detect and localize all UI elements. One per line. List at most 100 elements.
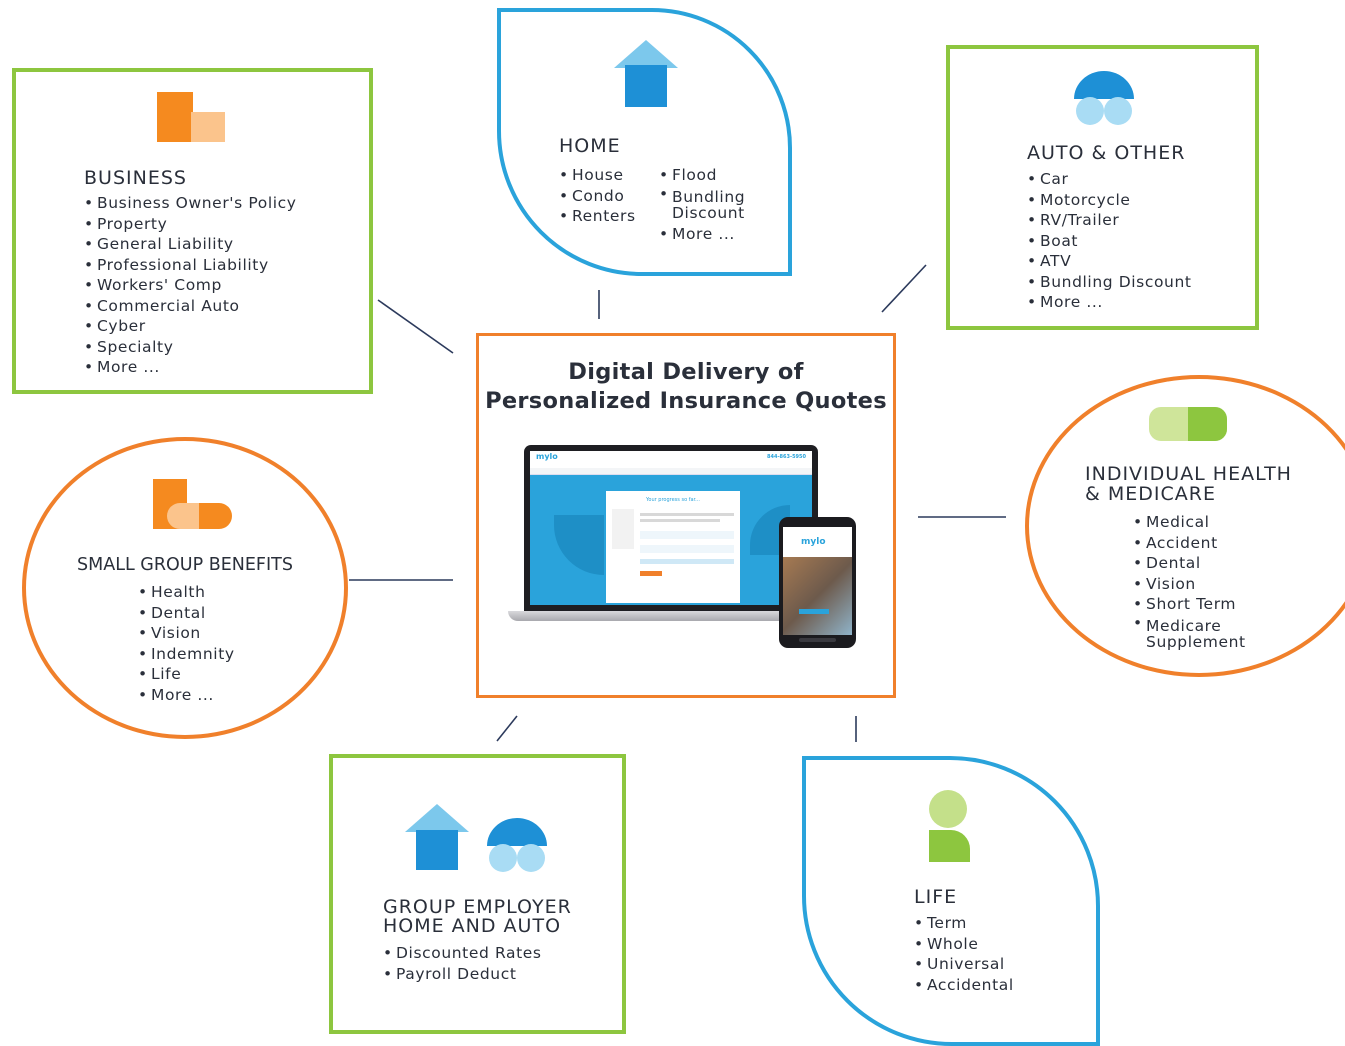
list-item: Universal	[914, 954, 1014, 975]
list-item: Flood	[659, 165, 769, 186]
list-item: RV/Trailer	[1027, 210, 1192, 231]
auto-list: Car Motorcycle RV/Trailer Boat ATV Bundl…	[1027, 169, 1192, 313]
business-list: Business Owner's Policy Property General…	[84, 193, 297, 378]
home-title: HOME	[559, 135, 621, 157]
list-item: Dental	[138, 603, 235, 624]
list-item: Bundling Discount	[1027, 272, 1192, 293]
connector-auto	[881, 264, 927, 313]
list-item: Business Owner's Policy	[84, 193, 297, 214]
laptop-phone-number: 844-863-5950	[767, 454, 806, 460]
laptop-base	[508, 611, 834, 621]
laptop-card-row	[640, 545, 734, 553]
list-item: More ...	[84, 357, 297, 378]
health-title: INDIVIDUAL HEALTH & MEDICARE	[1085, 464, 1292, 504]
group-employer-title-line2: HOME AND AUTO	[383, 915, 562, 937]
small-group-card: SMALL GROUP BENEFITS Health Dental Visio…	[22, 437, 348, 739]
list-item: Term	[914, 913, 1014, 934]
phone-hero	[783, 557, 852, 635]
home-list-col1: House Condo Renters	[559, 165, 636, 227]
list-item: Renters	[559, 206, 636, 227]
group-employer-title-line1: GROUP EMPLOYER	[383, 896, 572, 918]
home-icon	[614, 40, 678, 107]
list-item: House	[559, 165, 636, 186]
auto-title: AUTO & OTHER	[1027, 142, 1186, 164]
laptop-hero: Your progress so far...	[530, 475, 812, 605]
list-item: Accidental	[914, 975, 1014, 996]
list-item: Vision	[1133, 574, 1273, 595]
connector-group-employer	[496, 715, 518, 742]
business-card: BUSINESS Business Owner's Policy Propert…	[12, 68, 373, 394]
business-title: BUSINESS	[84, 167, 187, 189]
group-employer-card: GROUP EMPLOYER HOME AND AUTO Discounted …	[329, 754, 626, 1034]
laptop-illustration: mylo 844-863-5950 Your progress so far..…	[508, 445, 834, 630]
list-item: More ...	[1027, 292, 1192, 313]
laptop-card-button	[640, 571, 662, 576]
connector-business	[377, 299, 454, 354]
list-item: Specialty	[84, 337, 297, 358]
laptop-card-row	[640, 519, 720, 522]
health-icon	[1149, 407, 1227, 441]
list-item: Whole	[914, 934, 1014, 955]
health-list: Medical Accident Dental Vision Short Ter…	[1133, 512, 1273, 650]
list-item: Life	[138, 664, 235, 685]
center-title-line1: Digital Delivery of	[568, 359, 804, 385]
list-item: Workers' Comp	[84, 275, 297, 296]
laptop-card-row	[640, 513, 734, 516]
group-employer-home-icon	[405, 804, 469, 870]
life-list: Term Whole Universal Accidental	[914, 913, 1014, 995]
list-item: Accident	[1133, 533, 1273, 554]
list-item: More ...	[659, 224, 769, 245]
small-group-title: SMALL GROUP BENEFITS	[77, 555, 293, 575]
laptop-card: Your progress so far...	[606, 491, 740, 603]
list-item: General Liability	[84, 234, 297, 255]
life-title: LIFE	[914, 886, 958, 908]
phone-illustration: mylo	[779, 517, 856, 648]
list-item: Professional Liability	[84, 255, 297, 276]
list-item: Payroll Deduct	[383, 964, 542, 985]
phone-brand: mylo	[801, 537, 826, 547]
auto-icon	[1074, 71, 1134, 125]
business-icon	[157, 92, 225, 142]
health-title-line2: & MEDICARE	[1085, 483, 1216, 505]
center-title-line2: Personalized Insurance Quotes	[485, 388, 887, 414]
group-employer-list: Discounted Rates Payroll Deduct	[383, 943, 542, 984]
list-item: Condo	[559, 186, 636, 207]
life-card: LIFE Term Whole Universal Accidental	[802, 756, 1100, 1046]
list-item: Indemnity	[138, 644, 235, 665]
list-item: Cyber	[84, 316, 297, 337]
small-group-list: Health Dental Vision Indemnity Life More…	[138, 582, 235, 705]
list-item: Bundling Discount	[659, 186, 769, 224]
auto-card: AUTO & OTHER Car Motorcycle RV/Trailer B…	[946, 45, 1259, 330]
group-employer-title: GROUP EMPLOYER HOME AND AUTO	[383, 898, 572, 936]
laptop-screen: mylo 844-863-5950 Your progress so far..…	[530, 451, 812, 605]
list-item: Medicare Supplement	[1133, 615, 1246, 650]
laptop-hero-shape-left	[554, 515, 604, 575]
group-employer-auto-icon	[487, 818, 547, 872]
list-item: Short Term	[1133, 594, 1273, 615]
phone-nav-bar	[799, 638, 836, 642]
laptop-screen-bezel: mylo 844-863-5950 Your progress so far..…	[524, 445, 818, 611]
list-item: Car	[1027, 169, 1192, 190]
list-item: Medical	[1133, 512, 1273, 533]
list-item: Discounted Rates	[383, 943, 542, 964]
center-card	[476, 333, 896, 698]
list-item: Vision	[138, 623, 235, 644]
phone-cta	[799, 609, 829, 614]
list-item: Property	[84, 214, 297, 235]
laptop-card-heading: Your progress so far...	[646, 497, 700, 503]
laptop-card-banner	[640, 559, 734, 564]
life-icon	[929, 790, 970, 862]
health-card: INDIVIDUAL HEALTH & MEDICARE Medical Acc…	[1025, 375, 1345, 677]
list-item: ATV	[1027, 251, 1192, 272]
list-item: Commercial Auto	[84, 296, 297, 317]
small-group-icon	[153, 479, 232, 529]
list-item: Health	[138, 582, 235, 603]
health-title-line1: INDIVIDUAL HEALTH	[1085, 463, 1292, 485]
list-item: Motorcycle	[1027, 190, 1192, 211]
laptop-brand: mylo	[536, 452, 558, 461]
home-list-col2: Flood Bundling Discount More ...	[659, 165, 769, 244]
phone-screen: mylo	[783, 527, 852, 635]
laptop-card-sidebar	[612, 509, 634, 549]
home-card: HOME House Condo Renters Flood Bundling …	[497, 8, 792, 276]
laptop-topbar: mylo 844-863-5950	[530, 451, 812, 465]
